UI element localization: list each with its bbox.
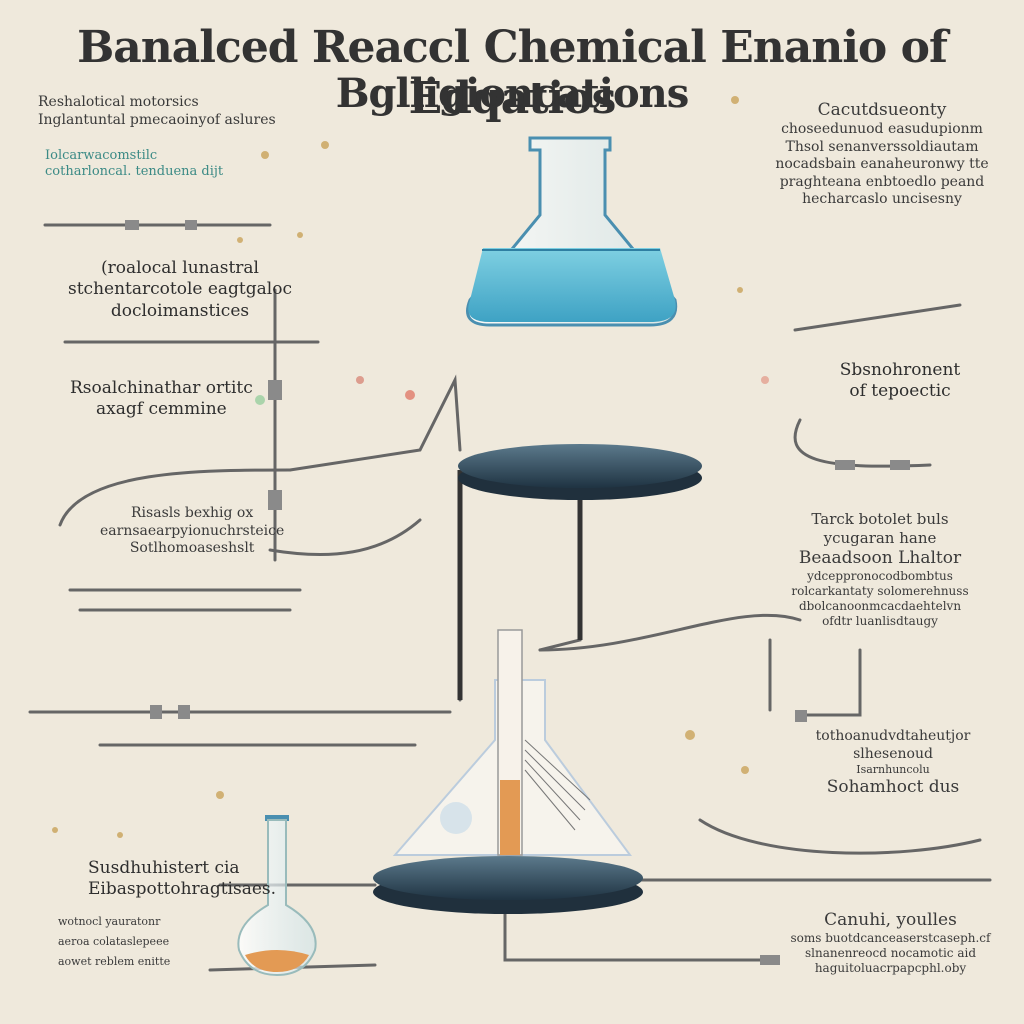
page-subtitle: Bglligioncations	[335, 70, 690, 117]
label-top-right: Cacutdsueonty choseedunuod easudupionm T…	[775, 100, 989, 208]
page-title: Banalced Reaccl Chemical Enanio of Edqat…	[77, 22, 948, 124]
round-flask	[237, 815, 317, 977]
pipe-fittings	[125, 220, 910, 965]
label-left-2: Rsoalchinathar ortitc axagf cemmine	[70, 378, 253, 420]
lower-platform	[373, 856, 643, 914]
molecule-dots	[52, 96, 769, 838]
label-bottom-right: Canuhi, youlles soms buotdcanceaserstcas…	[790, 910, 991, 976]
label-right-mid: Sbsnohronent of tepoectic	[839, 360, 961, 402]
label-left-3: Risasls bexhig ox earnsaearpyionuchrstei…	[100, 505, 285, 556]
test-tube	[497, 629, 591, 856]
top-flask	[466, 136, 678, 327]
label-mid-left: (roalocal lunastral stchentarcotole eagt…	[68, 258, 292, 321]
label-right-lower: Tarck botolet buls ycugaran hane Beaadso…	[791, 510, 969, 628]
stand-rods	[457, 470, 583, 700]
label-right-bottom: tothoanudvdtaheutjor slhesenoud Isarnhun…	[815, 728, 971, 797]
label-top-left: Reshalotical motorsics Inglantuntal pmec…	[38, 94, 276, 128]
label-top-left-teal: Iolcarwacomstilc cotharloncal. tenduena …	[45, 148, 224, 180]
label-bottom-left-small: wotnocl yauratonr aeroa colataslepeee ao…	[58, 915, 171, 968]
upper-platform	[458, 444, 702, 500]
label-bottom-left: Susdhuhistert cia Eibaspottohragtisaes.	[88, 858, 277, 900]
